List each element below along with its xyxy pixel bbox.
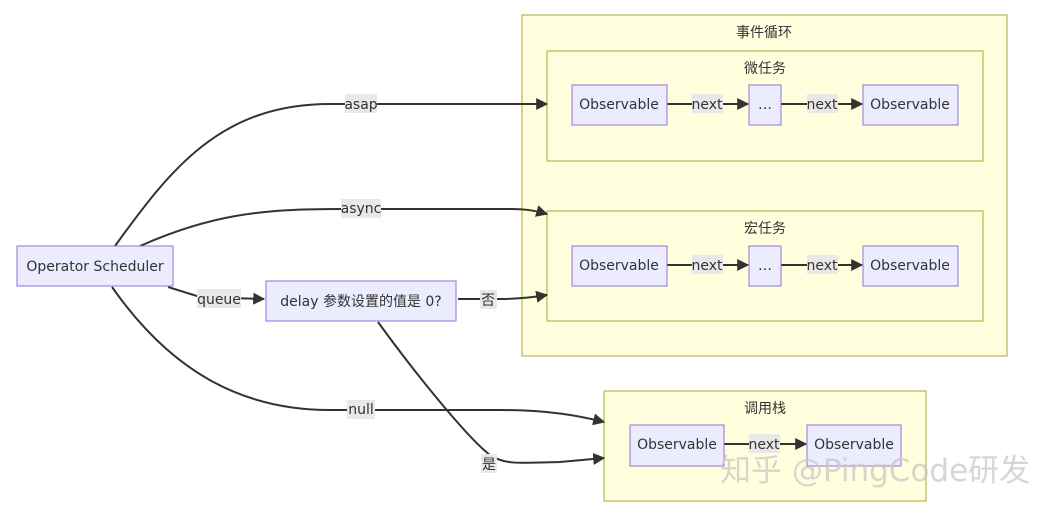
edge-async bbox=[139, 205, 549, 247]
edge-label-micro-next-2: next bbox=[806, 97, 838, 113]
edge-label-async: async bbox=[341, 199, 382, 218]
watermark: 知乎 @PingCode研发 bbox=[720, 453, 1031, 489]
macro-chain: next next Observable … Observable bbox=[571, 245, 959, 287]
svg-text:Observable: Observable bbox=[870, 258, 950, 274]
edge-label-macro-next-2: next bbox=[806, 258, 838, 274]
edge-yes bbox=[377, 321, 606, 465]
svg-text:否: 否 bbox=[481, 293, 495, 309]
edge-null bbox=[111, 286, 606, 426]
node-macro-last bbox=[862, 245, 959, 287]
svg-text:Observable: Observable bbox=[814, 437, 894, 453]
svg-text:Operator Scheduler: Operator Scheduler bbox=[26, 259, 163, 275]
node-operator-scheduler: Operator Scheduler bbox=[16, 245, 174, 287]
cluster-event-loop-title: 事件循环 bbox=[736, 25, 792, 41]
node-stack-last bbox=[806, 424, 902, 467]
node-stack-first bbox=[629, 424, 725, 467]
cluster-microtask-title: 微任务 bbox=[744, 61, 786, 77]
edge-label-micro-next-1: next bbox=[691, 97, 723, 113]
node-micro-first bbox=[571, 84, 668, 126]
node-macro-first bbox=[571, 245, 668, 287]
svg-text:delay 参数设置的值是 0?: delay 参数设置的值是 0? bbox=[280, 293, 442, 310]
svg-text:queue: queue bbox=[197, 292, 241, 308]
svg-text:是: 是 bbox=[482, 457, 496, 473]
edge-label-yes: 是 bbox=[481, 454, 497, 473]
edge-label-queue: queue bbox=[197, 289, 241, 308]
svg-text:…: … bbox=[758, 258, 772, 274]
svg-text:Observable: Observable bbox=[637, 437, 717, 453]
edge-label-no: 否 bbox=[480, 290, 497, 309]
cluster-call-stack-title: 调用栈 bbox=[744, 401, 786, 417]
stack-chain: next Observable Observable bbox=[629, 424, 902, 467]
svg-text:…: … bbox=[758, 97, 772, 113]
edge-label-macro-next-1: next bbox=[691, 258, 723, 274]
micro-chain: next next Observable … Observable bbox=[571, 84, 959, 126]
svg-text:Observable: Observable bbox=[870, 97, 950, 113]
svg-text:Observable: Observable bbox=[579, 258, 659, 274]
edge-label-asap: asap bbox=[344, 94, 378, 113]
edge-no bbox=[458, 290, 549, 303]
node-micro-middle bbox=[748, 84, 782, 126]
edge-asap bbox=[114, 98, 549, 247]
svg-text:null: null bbox=[348, 402, 374, 418]
edge-label-stack-next: next bbox=[748, 437, 780, 453]
node-macro-middle bbox=[748, 245, 782, 287]
node-micro-last bbox=[862, 84, 959, 126]
node-delay-decision: delay 参数设置的值是 0? bbox=[265, 280, 457, 322]
edge-label-null: null bbox=[347, 400, 375, 419]
svg-text:async: async bbox=[341, 201, 382, 217]
svg-text:Observable: Observable bbox=[579, 97, 659, 113]
svg-text:asap: asap bbox=[344, 97, 377, 113]
cluster-macrotask-title: 宏任务 bbox=[744, 221, 786, 237]
